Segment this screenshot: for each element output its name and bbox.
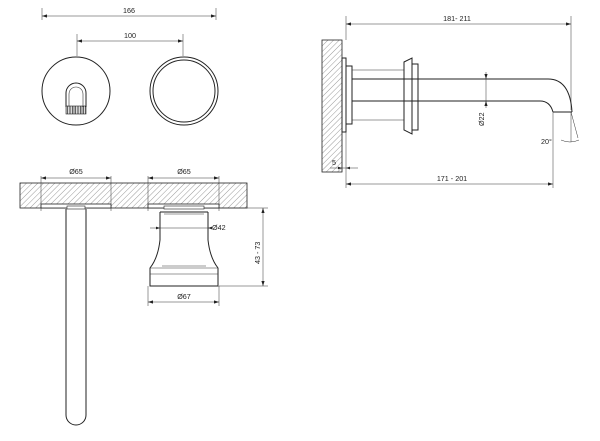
aerator-icon — [65, 105, 87, 115]
dimension-angle: 20° — [541, 111, 580, 146]
dimension-label-plate-right: Ø65 — [177, 167, 191, 176]
dimension-spout-diameter: Ø22 — [477, 72, 488, 126]
dimension-label-plate-left: Ø65 — [69, 167, 83, 176]
dimension-width-total: 166 — [41, 6, 217, 20]
handle-plate-front — [149, 56, 219, 126]
wall-plate-side — [341, 57, 347, 133]
side-view: 181- 211 Ø22 20° — [321, 14, 580, 188]
spout-side — [352, 78, 573, 113]
spout-top — [65, 209, 87, 426]
dimension-label-angle: 20° — [541, 137, 552, 146]
dimension-label-plate-thickness: 5 — [332, 158, 336, 167]
spout-collar — [345, 57, 419, 135]
dimension-label-base-diameter: Ø67 — [177, 292, 191, 301]
dimension-label-depth-spout: 171 - 201 — [437, 174, 467, 183]
dimension-projection: 43 - 73 — [219, 207, 268, 287]
dimension-label-projection: 43 - 73 — [253, 242, 262, 264]
dimension-label-spout-diameter: Ø22 — [477, 112, 486, 126]
handle-body — [149, 211, 219, 287]
dimension-label-depth-max: 181- 211 — [443, 14, 471, 23]
top-view: Ø65 Ø65 — [19, 167, 268, 426]
dimension-handle-spacing: 100 — [76, 31, 184, 56]
dimension-depth-spout: 171 - 201 — [345, 112, 554, 188]
dimension-base-diameter: Ø67 — [147, 286, 220, 306]
dimension-depth-max: 181- 211 — [345, 14, 572, 110]
wall-section — [321, 39, 343, 173]
dimension-label-body-diameter: Ø42 — [212, 223, 226, 232]
dimension-plate-thickness: 5 — [330, 132, 358, 172]
front-view: 166 100 — [41, 6, 219, 126]
spout-plate-front — [41, 56, 111, 126]
dimension-label-handle-spacing: 100 — [124, 31, 136, 40]
dimension-label-width-total: 166 — [123, 6, 135, 15]
dimension-body-diameter: Ø42 — [150, 223, 226, 232]
